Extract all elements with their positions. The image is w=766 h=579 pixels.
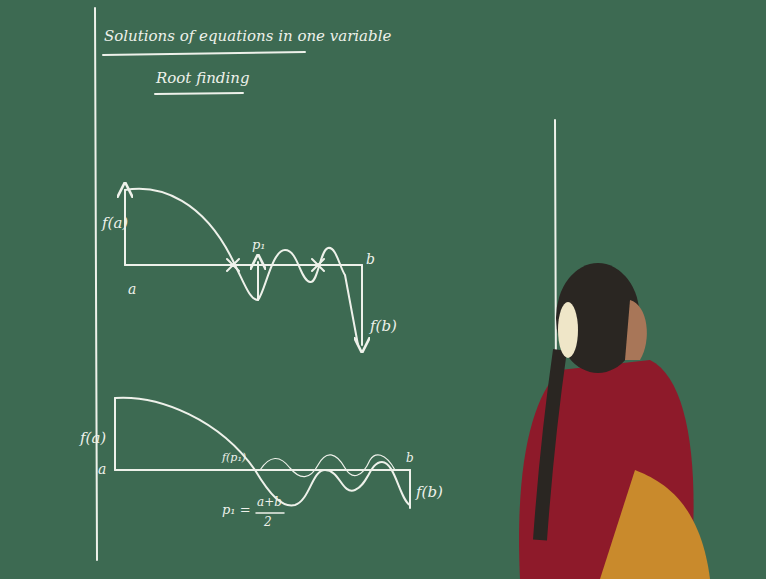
- root-cross: [227, 259, 324, 271]
- formula: p₁ =: [222, 503, 251, 517]
- function-curve: [125, 189, 358, 345]
- point-label: f(p₁): [222, 452, 246, 464]
- x-axis: [115, 469, 410, 471]
- title: Solutions of equations in one variable: [104, 28, 391, 45]
- formula: a+b: [257, 496, 282, 509]
- x-axis: [125, 264, 362, 266]
- axis-label: f(b): [370, 318, 397, 335]
- flowers: [558, 302, 578, 358]
- point-label: p₁: [252, 238, 266, 252]
- formula: 2: [264, 516, 272, 529]
- axis-label: a: [128, 282, 136, 297]
- fb-arrow: [361, 265, 363, 345]
- fa-line: [114, 398, 116, 470]
- midpoint-mark: [257, 262, 259, 300]
- subtitle: Root finding: [156, 70, 249, 87]
- title-underline: [103, 52, 305, 55]
- fraction-bar: [256, 512, 284, 514]
- lecturer: [519, 263, 710, 579]
- saree: [600, 470, 710, 579]
- face: [625, 300, 647, 360]
- axis-label: f(a): [80, 430, 106, 447]
- axis-label: f(a): [102, 215, 128, 232]
- board-divider: [95, 8, 97, 560]
- axis-label: a: [98, 462, 106, 477]
- axis-label: b: [406, 452, 414, 465]
- chalk-lines: [95, 8, 556, 560]
- axis-label: f(b): [416, 484, 443, 501]
- fb-line: [409, 470, 411, 508]
- subtitle-underline: [155, 93, 243, 94]
- function-curve: [115, 398, 410, 506]
- alt-curve: [260, 455, 395, 477]
- axis-label: b: [366, 252, 375, 267]
- braid: [540, 350, 560, 540]
